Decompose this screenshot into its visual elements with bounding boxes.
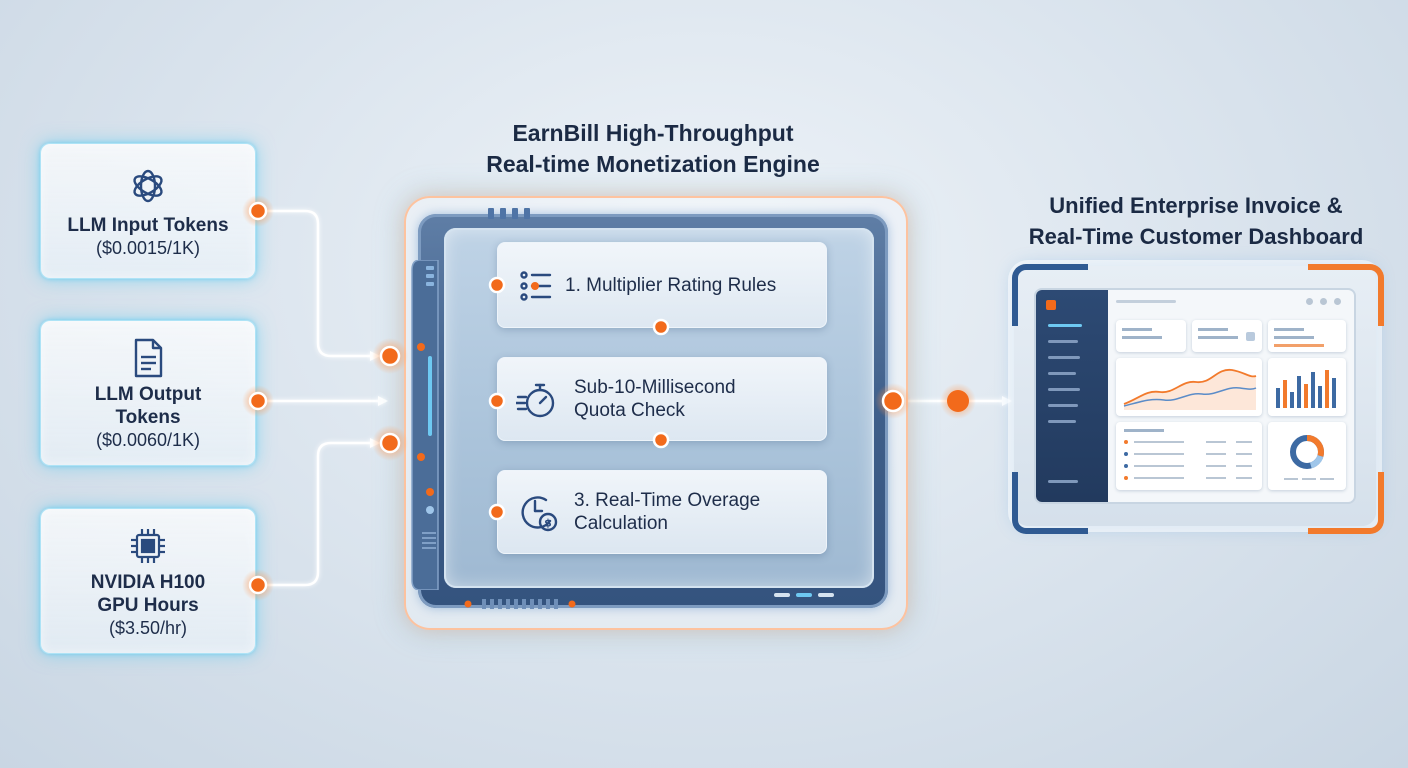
step-label-line-2: Calculation: [574, 513, 668, 534]
step-multiplier-rating: 1. Multiplier Rating Rules: [497, 242, 827, 328]
svg-text:$: $: [544, 517, 552, 530]
dashboard-line-chart: [1116, 358, 1262, 416]
node-engine-in-top: [379, 345, 401, 367]
source-title-line-2: GPU Hours: [97, 595, 199, 616]
dashboard-screen: [1036, 290, 1354, 502]
output-title-line-2: Real-Time Customer Dashboard: [1028, 224, 1364, 249]
step-quota-check: Sub-10-Millisecond Quota Check: [497, 357, 827, 441]
source-title-line-1: LLM Output: [94, 384, 202, 405]
step-overage-calculation: $ 3. Real-Time Overage Calculation: [497, 470, 827, 554]
clock-dollar-icon: $: [521, 496, 558, 532]
node-engine-led-2: [417, 453, 425, 461]
engine-vent-top: [488, 208, 530, 219]
node-step-2-in: [488, 392, 506, 410]
gpu-chip-icon: [131, 529, 165, 563]
dashboard-sidebar: [1036, 290, 1108, 502]
source-title: LLM Input Tokens: [67, 215, 229, 236]
tablet-corner-top-left: [1012, 264, 1088, 326]
node-output-tokens: [248, 391, 268, 411]
node-step-2-out: [652, 431, 670, 449]
engine-vent-bottom: [464, 599, 576, 609]
dashboard-donut-chart: [1268, 422, 1346, 490]
step-label-line-1: Sub-10-Millisecond: [574, 377, 736, 398]
engine-side-panel: [411, 260, 439, 590]
engine-title-line-2: Real-time Monetization Engine: [486, 151, 820, 177]
node-input-tokens: [248, 201, 268, 221]
node-step-1-in: [488, 276, 506, 294]
engine-indicator-lights: [774, 593, 834, 597]
output-title-line-1: Unified Enterprise Invoice &: [1049, 193, 1343, 218]
source-price: ($0.0015/1K): [95, 238, 201, 258]
tablet-corner-bottom-right: [1308, 472, 1384, 534]
node-transfer: [947, 390, 969, 412]
node-engine-led-1: [417, 343, 425, 351]
source-card-output-tokens: LLM Output Tokens ($0.0060/1K): [40, 320, 256, 466]
step-label-line-1: 3. Real-Time Overage: [574, 490, 761, 511]
dashboard-table: [1116, 422, 1262, 490]
rating-list-icon: [520, 271, 552, 301]
dashboard-kpi-card: [1268, 320, 1346, 352]
dashboard-kpi-card: [1192, 320, 1262, 352]
dashboard-kpi-card: [1116, 320, 1186, 352]
output-title: Unified Enterprise Invoice & Real-Time C…: [1000, 190, 1392, 252]
ai-model-icon: [133, 169, 163, 203]
engine-title: EarnBill High-Throughput Real-time Monet…: [440, 118, 866, 180]
connector-input-tokens: [258, 209, 380, 361]
source-price: ($3.50/hr): [108, 618, 188, 638]
step-label-line-2: Quota Check: [574, 400, 685, 421]
source-price: ($0.0060/1K): [95, 430, 201, 450]
tablet-corner-top-right: [1308, 264, 1384, 326]
node-gpu-hours: [248, 575, 268, 595]
node-engine-in-bottom: [379, 432, 401, 454]
source-title-line-2: Tokens: [115, 407, 181, 428]
step-label: 1. Multiplier Rating Rules: [565, 275, 777, 296]
stopwatch-icon: [516, 383, 555, 418]
source-title-line-1: NVIDIA H100: [90, 572, 206, 593]
source-card-input-tokens: LLM Input Tokens ($0.0015/1K): [40, 143, 256, 279]
engine-title-line-1: EarnBill High-Throughput: [512, 120, 794, 146]
connector-gpu-hours: [258, 438, 380, 587]
node-step-3-in: [488, 503, 506, 521]
node-engine-out: [881, 389, 905, 413]
document-icon: [134, 338, 163, 378]
tablet-corner-bottom-left: [1012, 472, 1088, 534]
node-step-1-out: [652, 318, 670, 336]
source-card-gpu-hours: NVIDIA H100 GPU Hours ($3.50/hr): [40, 508, 256, 654]
dashboard-bar-chart: [1268, 358, 1346, 416]
